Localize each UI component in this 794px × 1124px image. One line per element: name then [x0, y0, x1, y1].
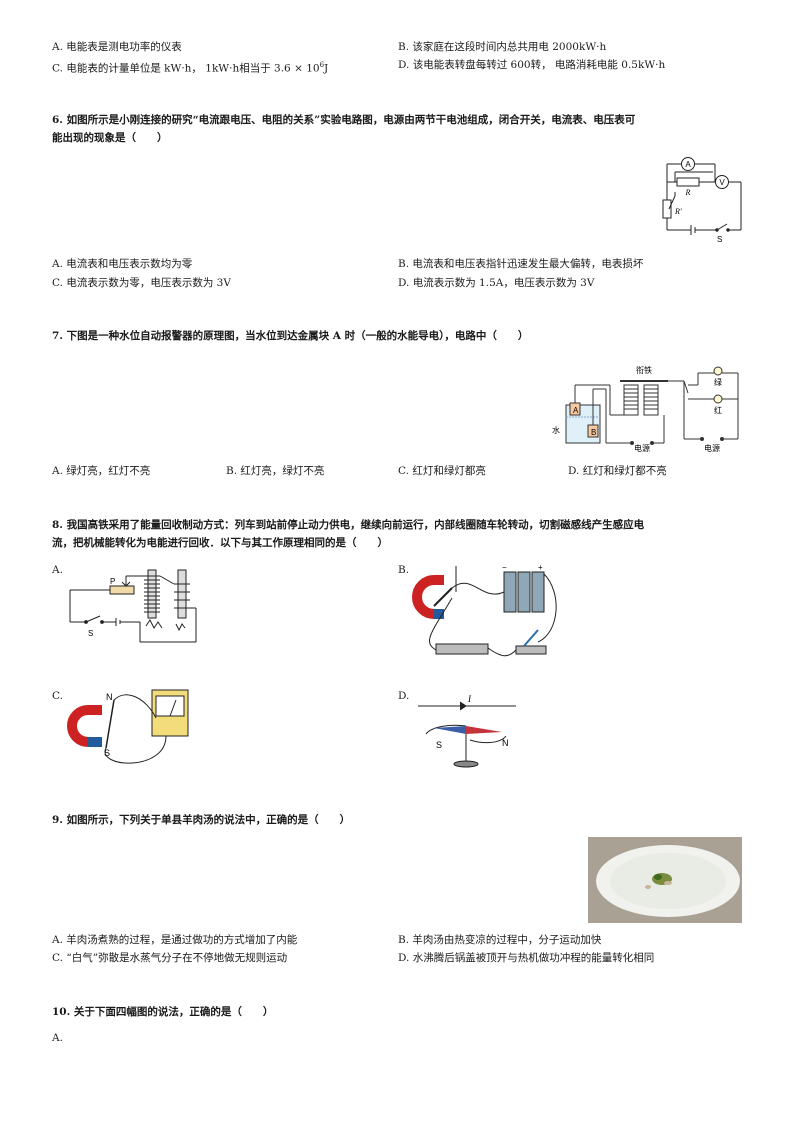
- fig-d-s-label: S: [436, 740, 442, 750]
- block-b-label: B: [591, 428, 596, 437]
- q9-stem: 9. 如图所示，下列关于单县羊肉汤的说法中，正确的是（ ）: [52, 814, 351, 826]
- q6-option-a: A. 电流表和电压表示数均为零: [52, 258, 193, 270]
- q6-circuit-diagram: A V R R' S: [655, 152, 747, 244]
- q6-option-b: B. 电流表和电压表指针迅速发生最大偏转，电表损坏: [398, 258, 644, 270]
- fig-c-s-label: S: [104, 748, 110, 758]
- q5-option-b: B. 该家庭在这段时间内总共用电 2000kW·h: [398, 41, 607, 53]
- power1-label: 电源: [634, 443, 650, 453]
- q8-option-d-label: D.: [398, 690, 410, 702]
- resistor-label: R: [685, 188, 691, 197]
- q8-option-a-label: A.: [52, 564, 63, 576]
- q7-option-a: A. 绿灯亮，红灯不亮: [52, 465, 151, 477]
- fig-a-s-label: S: [88, 629, 93, 638]
- q10-option-a-label: A.: [52, 1032, 63, 1044]
- q7-alarm-diagram: A B 水 衔铁 绿 红 电源 电源: [548, 355, 744, 453]
- q9-option-b: B. 羊肉汤由热变凉的过程中，分子运动加快: [398, 934, 602, 946]
- q7-stem: 7. 下图是一种水位自动报警器的原理图，当水位到达金属块 A 时（一般的水能导电…: [52, 330, 529, 342]
- q8-stem-line1: 8. 我国高铁采用了能量回收制动方式：列车到站前停止动力供电，继续向前运行，内部…: [52, 519, 645, 531]
- rheostat-label: R': [674, 207, 682, 216]
- q8-option-b-label: B.: [398, 564, 410, 576]
- q7-option-d: D. 红灯和绿灯都不亮: [568, 465, 667, 477]
- water-label: 水: [552, 425, 560, 435]
- voltmeter-label: V: [719, 178, 725, 187]
- block-a-label: A: [573, 406, 579, 415]
- fig-c-n-label: N: [106, 692, 113, 702]
- switch-label: S: [717, 235, 722, 244]
- q8-figure-a-electromagnets: P S: [66, 566, 206, 648]
- fig-d-n-label: N: [502, 738, 509, 748]
- q6-stem-line2: 能出现的现象是（ ）: [52, 132, 168, 144]
- fig-b-plus-label: +: [538, 563, 543, 572]
- q10-stem: 10. 关于下面四幅图的说法，正确的是（ ）: [52, 1006, 274, 1018]
- fig-d-current-label: I: [467, 694, 472, 704]
- red-lamp-label: 红: [714, 405, 722, 415]
- q9-option-c: C. “白气”弥散是水蒸气分子在不停地做无规则运动: [52, 952, 288, 964]
- q5-option-a: A. 电能表是测电功率的仪表: [52, 41, 182, 53]
- green-lamp-label: 绿: [714, 378, 722, 387]
- q8-option-c-label: C.: [52, 690, 63, 702]
- power2-label: 电源: [704, 443, 720, 453]
- q7-option-b: B. 红灯亮，绿灯不亮: [226, 465, 325, 477]
- q9-option-d: D. 水沸腾后锅盖被顶开与热机做功冲程的能量转化相同: [398, 952, 655, 964]
- q9-mutton-soup-photo: [588, 837, 742, 923]
- q6-option-c: C. 电流表示数为零，电压表示数为 3V: [52, 277, 231, 289]
- fig-a-p-label: P: [110, 577, 115, 586]
- q8-stem-line2: 流，把机械能转化为电能进行回收．以下与其工作原理相同的是（ ）: [52, 537, 388, 549]
- q5-option-d: D. 该电能表转盘每转过 600转， 电路消耗电能 0.5kW·h: [398, 59, 666, 71]
- armature-label: 衔铁: [636, 365, 652, 375]
- q8-figure-b-motor-circuit: − +: [412, 562, 562, 670]
- q8-figure-c-generator-galvanometer: N S: [66, 688, 198, 770]
- q9-option-a: A. 羊肉汤煮熟的过程，是通过做功的方式增加了内能: [52, 934, 298, 946]
- fig-b-minus-label: −: [502, 563, 507, 572]
- q6-option-d: D. 电流表示数为 1.5A，电压表示数为 3V: [398, 277, 595, 289]
- q8-figure-d-oersted: I S N: [412, 688, 522, 774]
- q5-option-c: C. 电能表的计量单位是 kW·h， 1kW·h相当于 3.6 × 106J: [52, 61, 329, 75]
- ammeter-label: A: [685, 160, 691, 169]
- q7-option-c: C. 红灯和绿灯都亮: [398, 465, 486, 477]
- q6-stem-line1: 6. 如图所示是小刚连接的研究“电流跟电压、电阻的关系”实验电路图，电源由两节干…: [52, 114, 636, 126]
